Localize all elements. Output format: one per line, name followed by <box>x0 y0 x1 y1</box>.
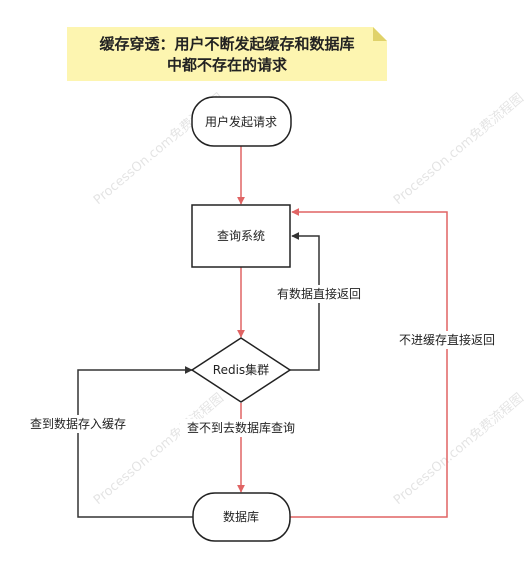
node-start-label: 用户发起请求 <box>205 114 277 129</box>
node-query-system-shape <box>191 204 291 268</box>
node-database-label: 数据库 <box>223 509 259 524</box>
title-note-fold <box>373 27 387 41</box>
node-redis[interactable]: Redis集群 <box>190 337 292 403</box>
title-note-shape <box>67 27 387 81</box>
node-query-system-label: 查询系统 <box>217 229 265 243</box>
title-line-2: 中都不存在的请求 <box>167 56 288 74</box>
title-line-1: 缓存穿透：用户不断发起缓存和数据库 <box>99 35 354 53</box>
node-start[interactable]: 用户发起请求 <box>191 96 292 147</box>
edge-db-to-redis <box>77 366 193 518</box>
node-database-shape <box>192 492 291 542</box>
node-start-shape <box>191 96 292 147</box>
edge-db-direct-return <box>290 208 448 518</box>
label-return-no-cache: 不进缓存直接返回 <box>399 332 495 347</box>
node-redis-label: Redis集群 <box>213 362 269 377</box>
node-query-system[interactable]: 查询系统 <box>191 204 291 268</box>
label-return-has-data: 有数据直接返回 <box>277 286 361 301</box>
title-note: 缓存穿透：用户不断发起缓存和数据库 中都不存在的请求 <box>67 27 387 81</box>
watermark: ProcessOn.com免费流程图 <box>391 391 525 508</box>
node-database[interactable]: 数据库 <box>192 492 291 542</box>
watermark: ProcessOn.com免费流程图 <box>391 91 525 208</box>
label-found-store-cache: 查到数据存入缓存 <box>30 416 126 431</box>
label-not-found-query-db: 查不到去数据库查询 <box>187 420 295 435</box>
watermark: ProcessOn.com免费流程图 <box>91 391 227 508</box>
edge-labels: 有数据直接返回 查不到去数据库查询 查到数据存入缓存 不进缓存直接返回 <box>22 285 504 437</box>
node-redis-shape <box>190 337 292 403</box>
